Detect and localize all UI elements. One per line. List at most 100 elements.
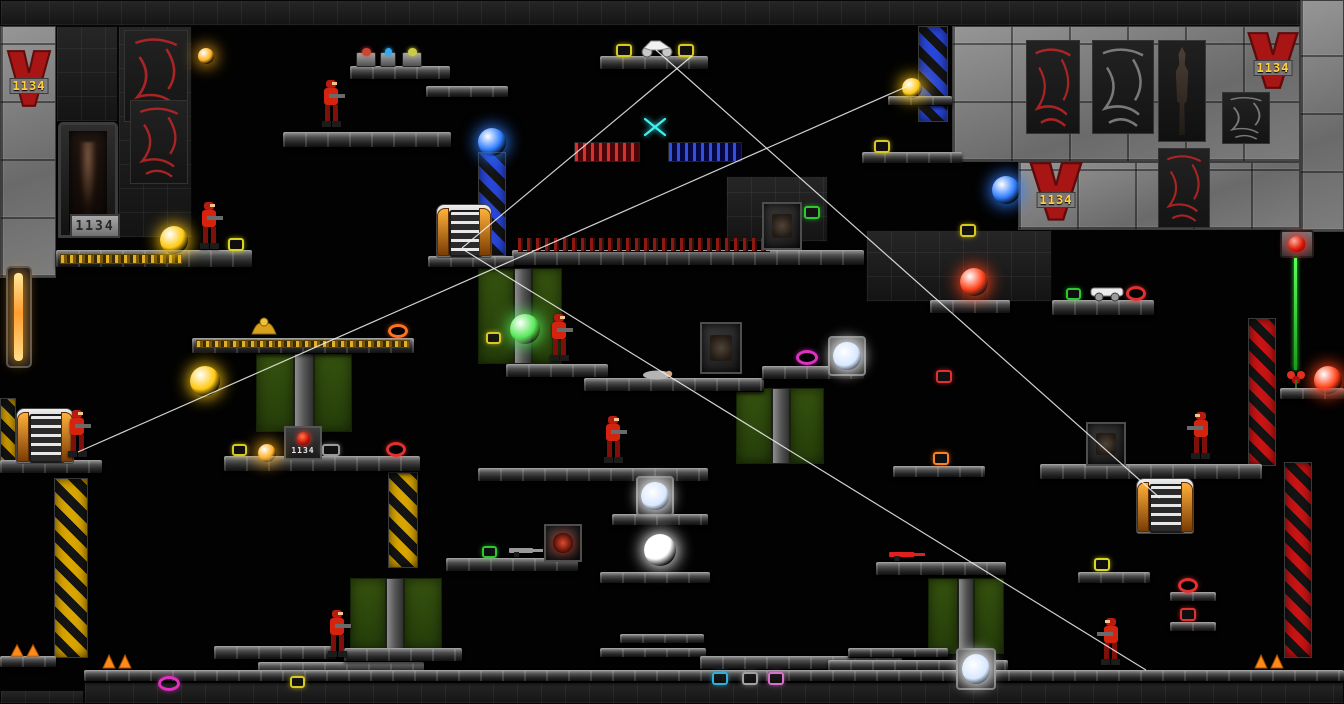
- right-edge-wall: [1300, 0, 1344, 232]
- supply-canister[interactable]: [356, 48, 376, 67]
- energy-orb[interactable]: [644, 534, 676, 566]
- soldier-sprite[interactable]: [544, 312, 574, 366]
- metal-platform: [600, 648, 706, 658]
- pickup-gem[interactable]: [933, 452, 949, 465]
- supply-crate: [1086, 422, 1126, 466]
- metal-platform: [848, 648, 948, 658]
- support-column: [386, 578, 404, 650]
- gun-pickup[interactable]: [508, 544, 544, 557]
- door-top-wall: [56, 26, 118, 122]
- spawn-ring[interactable]: [158, 676, 180, 691]
- pickup-gem[interactable]: [232, 444, 247, 456]
- jump-pad-arrows-icon[interactable]: [100, 652, 134, 670]
- soldier-sprite[interactable]: [1096, 616, 1126, 670]
- alarm-button[interactable]: [1280, 230, 1314, 258]
- spawn-ring[interactable]: [1178, 578, 1198, 593]
- energy-orb[interactable]: [1314, 366, 1342, 394]
- metal-platform: [350, 66, 450, 80]
- hazard-stripe-column: [1248, 318, 1276, 466]
- gold-statue[interactable]: [250, 314, 278, 338]
- pickup-gem[interactable]: [228, 238, 244, 251]
- green-panel: [314, 352, 352, 432]
- gun-pickup[interactable]: [888, 548, 926, 561]
- pickup-gem[interactable]: [290, 676, 305, 688]
- energy-orb[interactable]: [190, 366, 220, 396]
- pickup-gem[interactable]: [482, 546, 497, 558]
- energy-orb[interactable]: [902, 78, 922, 98]
- spawn-ring[interactable]: [796, 350, 818, 365]
- pickup-gem[interactable]: [486, 332, 501, 344]
- pickup-gem[interactable]: [768, 672, 784, 685]
- energy-orb[interactable]: [258, 444, 276, 462]
- wall-graffiti: [130, 100, 188, 184]
- pickup-gem[interactable]: [936, 370, 952, 383]
- supply-canister[interactable]: [380, 48, 396, 67]
- framed-white-orb[interactable]: [828, 336, 866, 376]
- metal-platform: [930, 300, 1010, 314]
- spawn-ring[interactable]: [388, 324, 408, 338]
- pickup-gem[interactable]: [616, 44, 632, 57]
- energy-orb[interactable]: [160, 226, 188, 254]
- v-1134-sign: 1134: [1244, 30, 1302, 94]
- pickup-gem[interactable]: [1066, 288, 1081, 300]
- supply-canister[interactable]: [402, 48, 422, 67]
- wall-graffiti: [1026, 40, 1080, 134]
- teleporter-pad[interactable]: [1136, 478, 1194, 534]
- hazard-stripe-column: [54, 478, 88, 658]
- metal-platform: [1052, 300, 1154, 316]
- green-panel: [790, 388, 824, 464]
- pickup-gem[interactable]: [678, 44, 694, 57]
- jump-pad-arrows-icon[interactable]: [8, 642, 42, 658]
- energy-orb[interactable]: [198, 48, 214, 64]
- soldier-sprite[interactable]: [322, 608, 352, 662]
- corpse-sprite: [642, 368, 674, 380]
- pickup-gem[interactable]: [322, 444, 340, 456]
- teleporter-pad[interactable]: [436, 204, 492, 258]
- energy-orb[interactable]: [960, 268, 988, 296]
- v-1134-sign: 1134: [4, 48, 54, 112]
- soldier-sprite[interactable]: [1186, 410, 1216, 464]
- metal-platform: [1280, 388, 1344, 400]
- green-laser-beam: [1294, 258, 1297, 370]
- soldier-sprite[interactable]: [598, 414, 628, 468]
- soldier-sprite[interactable]: [194, 200, 224, 254]
- spawn-ring[interactable]: [1126, 286, 1146, 301]
- pickup-gem[interactable]: [1180, 608, 1196, 621]
- support-column: [772, 388, 790, 464]
- metal-platform: [1170, 622, 1216, 632]
- spawn-ring[interactable]: [386, 442, 406, 457]
- energy-orb[interactable]: [510, 314, 540, 344]
- motorcycle-item[interactable]: [638, 36, 676, 58]
- metal-platform: [893, 466, 985, 478]
- energy-orb[interactable]: [992, 176, 1020, 204]
- v-1134-sign: 1134: [1026, 160, 1086, 226]
- pickup-gem[interactable]: [874, 140, 890, 153]
- framed-white-orb[interactable]: [636, 476, 674, 516]
- metal-platform: [283, 132, 451, 148]
- pickup-gem[interactable]: [712, 672, 728, 685]
- metal-platform: [1078, 572, 1150, 584]
- pickup-gem[interactable]: [742, 672, 758, 685]
- metal-platform: [888, 96, 952, 106]
- metal-platform: [224, 456, 420, 472]
- pickup-gem[interactable]: [804, 206, 820, 219]
- metal-platform: [600, 56, 708, 70]
- hazard-stripe-column: [388, 472, 418, 568]
- pickup-gem[interactable]: [1094, 558, 1110, 571]
- energy-orb[interactable]: [478, 128, 506, 156]
- gold-trim-strip: [60, 254, 182, 264]
- pickup-gem[interactable]: [960, 224, 976, 237]
- flower-item[interactable]: [1284, 368, 1308, 388]
- metal-platform: [584, 378, 764, 392]
- top-border-wall: [0, 0, 1344, 26]
- teleporter-pad[interactable]: [16, 408, 74, 464]
- metal-platform: [214, 646, 336, 660]
- framed-white-orb[interactable]: [956, 648, 996, 690]
- buggy-item[interactable]: [1088, 284, 1126, 302]
- soldier-sprite[interactable]: [316, 78, 346, 132]
- metal-platform: [426, 86, 508, 98]
- soldier-sprite[interactable]: [62, 408, 92, 462]
- metal-platform: [876, 562, 1006, 576]
- jump-pad-arrows-icon[interactable]: [1252, 652, 1286, 670]
